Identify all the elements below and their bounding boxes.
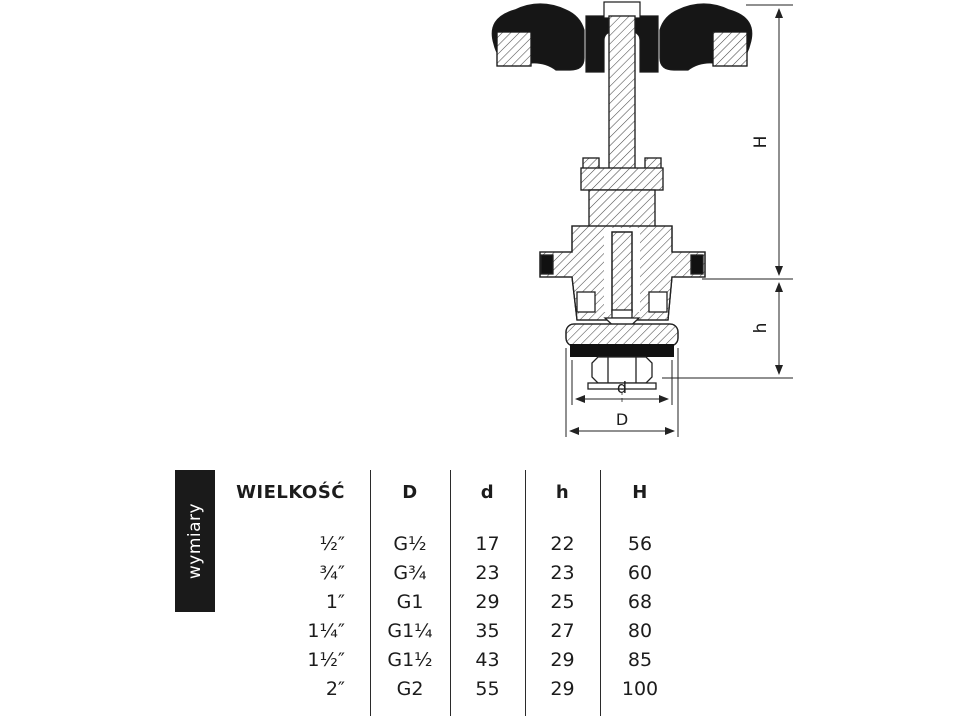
header-D: D <box>402 481 418 503</box>
cell-h: 29 <box>550 677 575 700</box>
cell-h: 29 <box>550 648 575 671</box>
header-size: WIELKOŚĆ <box>236 481 345 503</box>
seat-disc <box>565 323 679 347</box>
cell-D: G¾ <box>393 561 427 584</box>
body-port-left <box>576 291 596 313</box>
dimensions-table: WIELKOŚĆ D d h H ½″ G½ 17 22 56 ¾″ G¾ 23… <box>220 470 680 703</box>
table-side-label-text: wymiary <box>185 502 205 580</box>
table-row: ½″ G½ 17 22 56 <box>220 529 680 558</box>
cell-D: G1½ <box>387 648 433 671</box>
table-row: 2″ G2 55 29 100 <box>220 674 680 703</box>
gland-nut <box>580 157 664 229</box>
table-header-row: WIELKOŚĆ D d h H <box>220 470 680 514</box>
dimension-D: D <box>565 348 679 437</box>
header-h: h <box>555 481 570 503</box>
cell-size: ½″ <box>319 532 345 555</box>
table-side-label: wymiary <box>175 470 215 612</box>
cell-h: 27 <box>550 619 575 642</box>
header-H: H <box>632 481 648 503</box>
dim-label-d: d <box>617 378 627 397</box>
valve-drawing-svg: H h d D <box>491 1 793 437</box>
table-column-separator <box>370 470 371 716</box>
cell-H: 60 <box>627 561 653 584</box>
valve-technical-drawing: H h d D <box>480 0 800 450</box>
cell-D: G1¼ <box>387 619 433 642</box>
cell-D: G1 <box>396 590 424 613</box>
cell-size: ¾″ <box>319 561 345 584</box>
cell-h: 25 <box>550 590 575 613</box>
cell-size: 2″ <box>325 677 345 700</box>
cell-h: 23 <box>550 561 575 584</box>
dim-label-D: D <box>616 410 628 429</box>
cell-size: 1¼″ <box>307 619 345 642</box>
table-column-separator <box>450 470 451 716</box>
cell-size: 1″ <box>325 590 345 613</box>
cell-d: 17 <box>475 532 500 555</box>
table-column-separator <box>525 470 526 716</box>
cell-H: 100 <box>621 677 659 700</box>
table-row: 1½″ G1½ 43 29 85 <box>220 645 680 674</box>
cell-H: 85 <box>627 648 653 671</box>
valve-body <box>539 225 706 335</box>
cell-D: G2 <box>396 677 424 700</box>
dimension-H: H <box>702 4 793 280</box>
dimension-h: h <box>662 282 793 379</box>
handwheel-rim-section <box>496 31 748 67</box>
hex-nut <box>587 356 657 390</box>
table-row: 1″ G1 29 25 68 <box>220 587 680 616</box>
body-port-right <box>648 291 668 313</box>
wing-tab-right <box>690 254 704 275</box>
cell-d: 35 <box>475 619 500 642</box>
wing-tab-left <box>540 254 554 275</box>
table-row: ¾″ G¾ 23 23 60 <box>220 558 680 587</box>
header-d: d <box>480 481 495 503</box>
cell-H: 80 <box>627 619 653 642</box>
table-column-separator <box>600 470 601 716</box>
dimension-d: d <box>571 360 673 405</box>
handwheel <box>491 1 753 73</box>
dim-label-H: H <box>751 136 771 149</box>
dim-label-h: h <box>751 323 771 334</box>
cell-d: 23 <box>475 561 500 584</box>
cell-D: G½ <box>393 532 427 555</box>
gasket <box>570 344 674 357</box>
cell-H: 56 <box>627 532 653 555</box>
cell-d: 29 <box>475 590 500 613</box>
cell-size: 1½″ <box>307 648 345 671</box>
cell-H: 68 <box>627 590 653 613</box>
cell-d: 43 <box>475 648 500 671</box>
cell-d: 55 <box>475 677 500 700</box>
cell-h: 22 <box>550 532 575 555</box>
table-row: 1¼″ G1¼ 35 27 80 <box>220 616 680 645</box>
